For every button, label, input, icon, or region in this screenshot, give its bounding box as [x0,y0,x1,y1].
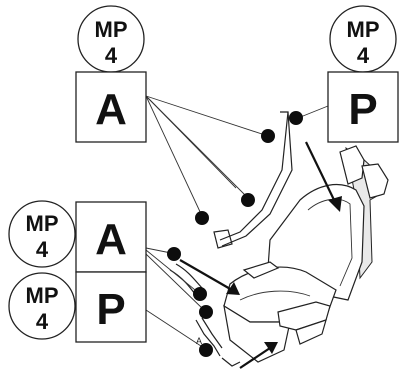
mount-point [167,247,181,261]
lower-belt-edge [201,317,223,349]
code-letter: A [95,85,127,134]
seat-headrest-right [361,163,389,199]
label-group-bottom-left: MP 4 P [8,271,147,343]
mount-point [241,193,255,207]
arrow-to-headrest [305,141,337,205]
seat-armrest-left [242,261,280,279]
mount-point [289,111,303,125]
leader-a2-dot3 [145,253,205,311]
mp-badge-bottom: 4 [36,309,49,334]
arrow-head [226,282,240,295]
leader-lines [145,95,329,349]
leader-a1-dot1 [145,95,269,137]
mp-badge-bottom: 4 [357,43,370,68]
leader-a1-dot4 [145,95,237,189]
mp-badge-top: MP [26,211,59,236]
direction-arrows [179,141,342,369]
mp-badge-top: MP [347,17,380,42]
arrow-head [328,196,342,212]
anchor-mark: A [196,336,202,346]
mount-points [167,111,303,357]
mount-point [193,287,207,301]
mp-badge [8,272,76,340]
label-group-top-left: MP 4 A [75,5,147,143]
mp-badge-bottom: 4 [105,43,118,68]
seat-armrest-right-support [295,319,327,345]
mount-point [199,343,213,357]
arrow-to-cushion [179,259,233,291]
leader-a1-dot3 [145,95,203,217]
mount-point [261,129,275,143]
belt-anchor [221,357,241,367]
code-box [75,201,147,273]
leader-p1-dot [297,105,329,119]
mp-badge [8,200,76,268]
label-group-top-right: MP 4 P [327,5,399,143]
code-box [75,71,147,143]
leader-a2-dot2 [145,249,201,295]
belt-buckle [213,229,233,249]
mp-badge-top: MP [95,17,128,42]
shoulder-strap [219,111,289,241]
code-letter: A [95,215,127,264]
code-box [327,71,399,143]
leader-p2-dot [145,309,205,349]
mount-point [195,211,209,225]
lower-belt [195,319,221,357]
code-box [75,271,147,343]
seat-headrest-left [339,145,365,185]
code-letter: P [96,285,125,334]
mp-badge-bottom: 4 [36,237,49,262]
seat-illustration [223,145,389,363]
seat-cushion-inner [239,290,311,301]
label-group-middle-left: MP 4 A [8,200,147,273]
arrow-to-front [239,347,271,369]
arrow-head [264,342,278,354]
shoulder-strap-edge [221,111,293,247]
code-letter: P [348,85,377,134]
mount-point [199,305,213,319]
mp-badge-top: MP [26,283,59,308]
